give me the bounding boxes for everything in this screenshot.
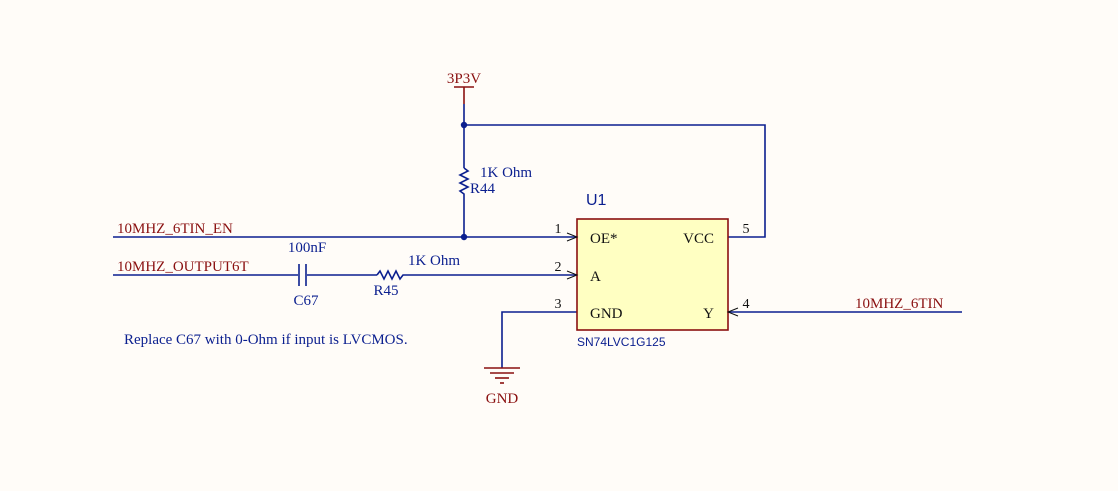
r45-designator: R45	[373, 283, 398, 299]
junction-dot	[460, 121, 468, 129]
pin-number-1: 1	[555, 222, 562, 237]
net-label-enable: 10MHZ_6TIN_EN	[117, 221, 233, 237]
pin-name-gnd: GND	[590, 306, 623, 322]
ic-u1-body	[576, 218, 729, 331]
wire-gnd	[501, 311, 577, 368]
pin-number-2: 2	[555, 260, 562, 275]
pin-arrow-icon	[726, 307, 739, 317]
junction-dot	[460, 233, 468, 241]
pin-number-3: 3	[555, 297, 562, 312]
capacitor-c67: 100nF C67	[288, 240, 326, 309]
resistor-r45: 1K Ohm R45	[373, 253, 460, 299]
wire-vcc-loop	[463, 104, 766, 238]
ic-u1: U1 SN74LVC1G125 1 2 3 4 5 OE* A GND Y VC…	[555, 192, 750, 349]
power-port-3p3v: 3P3V	[447, 71, 481, 104]
pin-number-4: 4	[743, 297, 750, 312]
pin-arrow-icon	[566, 270, 579, 280]
c67-designator: C67	[293, 293, 319, 309]
net-label-output: 10MHZ_6TIN	[855, 296, 943, 312]
u1-designator: U1	[586, 192, 607, 209]
pin-arrow-icon	[566, 232, 579, 242]
ground-symbol: GND	[484, 367, 520, 407]
pin-number-5: 5	[743, 222, 750, 237]
r44-value: 1K Ohm	[480, 165, 532, 181]
c67-value: 100nF	[288, 240, 326, 256]
ground-label: GND	[486, 391, 519, 407]
resistor-r44: 1K Ohm R44	[458, 165, 532, 197]
power-label-3p3v: 3P3V	[447, 71, 481, 87]
pin-name-vcc: VCC	[683, 231, 714, 247]
wires	[113, 104, 962, 368]
design-note: Replace C67 with 0-Ohm if input is LVCMO…	[124, 332, 408, 348]
pin-name-a: A	[590, 269, 601, 285]
pin-name-oe: OE*	[590, 231, 618, 247]
r45-value: 1K Ohm	[408, 253, 460, 269]
pin-name-y: Y	[703, 306, 714, 322]
u1-part-number: SN74LVC1G125	[577, 335, 666, 349]
net-label-input: 10MHZ_OUTPUT6T	[117, 259, 249, 275]
r44-designator: R44	[470, 181, 496, 197]
